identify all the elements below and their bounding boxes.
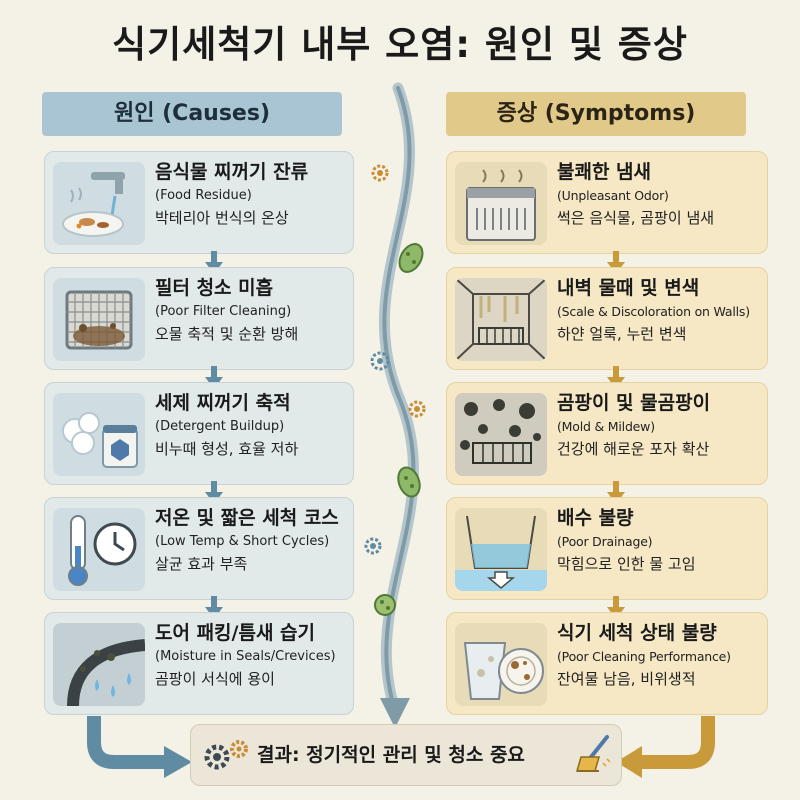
cause-title: 음식물 찌꺼기 잔류 <box>155 161 309 183</box>
result-text: 결과: 정기적인 관리 및 청소 중요 <box>257 744 525 766</box>
cause-english: (Detergent Buildup) <box>155 419 285 434</box>
gear-icon <box>364 537 382 555</box>
dirty-dishes-illustration <box>455 623 547 706</box>
cause-title: 세제 찌꺼기 축적 <box>155 392 291 414</box>
symptom-title: 배수 불량 <box>557 507 634 529</box>
causes-header: 원인 (Causes) <box>42 92 342 136</box>
door-seal-moisture-illustration <box>53 623 145 706</box>
stained-interior-illustration <box>455 278 547 361</box>
causes-to-result-arrow <box>87 716 192 778</box>
moldy-interior-illustration <box>455 393 547 476</box>
symptom-desc: 건강에 해로운 포자 확산 <box>557 440 710 458</box>
symptom-english: (Mold & Mildew) <box>557 419 655 434</box>
symptom-desc: 잔여물 남음, 비위생적 <box>557 670 696 688</box>
symptom-card-odor: 불쾌한 냄새 (Unpleasant Odor) 썩은 음식물, 곰팡이 냄새 <box>446 151 768 254</box>
cause-card-low-temp: 저온 및 짧은 세척 코스 (Low Temp & Short Cycles) … <box>44 497 354 600</box>
symptom-english: (Poor Drainage) <box>557 534 653 549</box>
symptom-card-mold: 곰팡이 및 물곰팡이 (Mold & Mildew) 건강에 해로운 포자 확산 <box>446 382 768 485</box>
symptom-desc: 썩은 음식물, 곰팡이 냄새 <box>557 209 715 227</box>
symptom-desc: 하얀 얼룩, 누런 변색 <box>557 325 687 343</box>
dishwasher-odor-illustration <box>455 162 547 245</box>
cause-title: 도어 패킹/틈새 습기 <box>155 622 316 644</box>
symptom-english: (Unpleasant Odor) <box>557 188 669 203</box>
symptom-title: 내벽 물때 및 변색 <box>557 277 700 299</box>
symptom-card-drainage: 배수 불량 (Poor Drainage) 막힘으로 인한 물 고임 <box>446 497 768 600</box>
symptom-english: (Scale & Discoloration on Walls) <box>557 304 750 319</box>
cause-english: (Poor Filter Cleaning) <box>155 304 292 319</box>
result-banner: 결과: 정기적인 관리 및 청소 중요 <box>190 724 622 786</box>
symptom-title: 곰팡이 및 물곰팡이 <box>557 392 711 414</box>
cause-desc: 곰팡이 서식에 용이 <box>155 670 275 688</box>
cause-english: (Moisture in Seals/Crevices) <box>155 649 336 664</box>
gear-icon <box>370 351 390 371</box>
symptom-title: 불쾌한 냄새 <box>557 161 652 183</box>
cause-title: 필터 청소 미흡 <box>155 277 274 299</box>
bacteria-icon <box>397 466 421 498</box>
center-flow-line <box>379 82 419 728</box>
cause-desc: 비누때 형성, 효율 저하 <box>155 440 299 458</box>
cause-desc: 박테리아 번식의 온상 <box>155 209 289 227</box>
cause-card-filter: 필터 청소 미흡 (Poor Filter Cleaning) 오물 축적 및 … <box>44 267 354 370</box>
cause-english: (Food Residue) <box>155 188 252 203</box>
cause-card-food-residue: 음식물 찌꺼기 잔류 (Food Residue) 박테리아 번식의 온상 <box>44 151 354 254</box>
cause-desc: 살균 효과 부족 <box>155 555 248 573</box>
symptom-english: (Poor Cleaning Performance) <box>557 649 731 664</box>
cleaning-brush-icon <box>576 735 611 772</box>
symptoms-to-result-arrow <box>616 716 715 778</box>
symptom-desc: 막힘으로 인한 물 고임 <box>557 555 696 573</box>
bacteria-icon <box>374 594 396 616</box>
bacteria-icon <box>398 243 424 273</box>
gears-icon <box>204 740 248 770</box>
cause-card-moisture: 도어 패킹/틈새 습기 (Moisture in Seals/Crevices)… <box>44 612 354 715</box>
dirty-filter-illustration <box>53 278 145 361</box>
thermometer-clock-illustration <box>53 508 145 591</box>
food-residue-illustration <box>53 162 145 245</box>
detergent-illustration <box>53 393 145 476</box>
gear-icon <box>371 164 389 182</box>
symptom-card-scale: 내벽 물때 및 변색 (Scale & Discoloration on Wal… <box>446 267 768 370</box>
symptom-title: 식기 세척 상태 불량 <box>557 622 717 644</box>
cause-english: (Low Temp & Short Cycles) <box>155 534 330 549</box>
cause-card-detergent: 세제 찌꺼기 축적 (Detergent Buildup) 비누때 형성, 효율… <box>44 382 354 485</box>
page-title: 식기세척기 내부 오염: 원인 및 증상 <box>112 23 688 66</box>
cause-title: 저온 및 짧은 세척 코스 <box>155 507 339 529</box>
gear-icon <box>408 400 426 418</box>
symptoms-header: 증상 (Symptoms) <box>446 92 746 136</box>
cause-desc: 오물 축적 및 순환 방해 <box>155 325 299 343</box>
symptom-card-cleaning: 식기 세척 상태 불량 (Poor Cleaning Performance) … <box>446 612 768 715</box>
standing-water-illustration <box>455 508 547 591</box>
